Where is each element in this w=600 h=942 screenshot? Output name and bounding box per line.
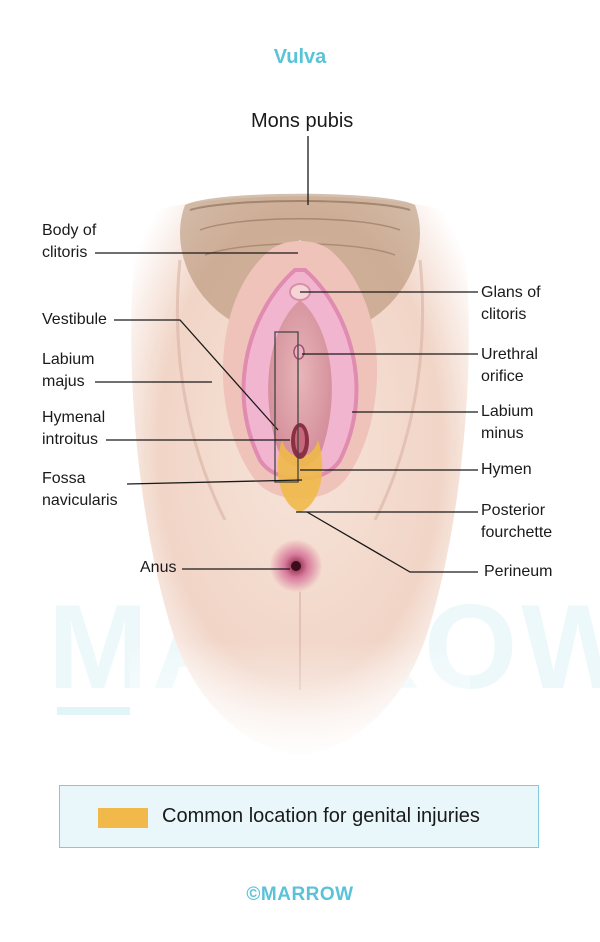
legend-text: Common location for genital injuries xyxy=(162,805,480,827)
anus-shape xyxy=(270,540,322,592)
label-labium-majus: Labium majus xyxy=(42,351,95,390)
label-body-of-clitoris: Body of clitoris xyxy=(42,222,97,261)
label-perineum: Perineum xyxy=(484,563,553,580)
injury-zone xyxy=(277,440,323,512)
label-mons-pubis: Mons pubis xyxy=(251,110,354,132)
vestibule-shape xyxy=(268,300,332,467)
footer-brand: ©MARROW xyxy=(246,884,354,905)
watermark-bar xyxy=(57,707,130,715)
label-labium-minus: Labium minus xyxy=(481,403,534,442)
label-hymen: Hymen xyxy=(481,461,532,478)
label-glans-of-clitoris: Glans of clitoris xyxy=(481,284,541,323)
urethral-orifice-shape xyxy=(293,344,305,360)
page-title: Vulva xyxy=(273,46,327,68)
label-vestibule: Vestibule xyxy=(42,311,107,328)
label-urethral-orifice: Urethral orifice xyxy=(481,346,538,385)
hymenal-introitus-shape xyxy=(291,423,309,459)
label-posterior-fourchette: Posterior fourchette xyxy=(481,502,553,541)
label-anus: Anus xyxy=(140,559,177,576)
label-fossa-navicularis: Fossa navicularis xyxy=(42,470,118,509)
legend-swatch xyxy=(98,808,148,828)
legend-box: Common location for genital injuries xyxy=(59,785,539,848)
anatomy-illustration xyxy=(95,136,478,770)
leader-lines xyxy=(95,136,478,573)
label-hymenal-introitus: Hymenal introitus xyxy=(42,409,106,448)
